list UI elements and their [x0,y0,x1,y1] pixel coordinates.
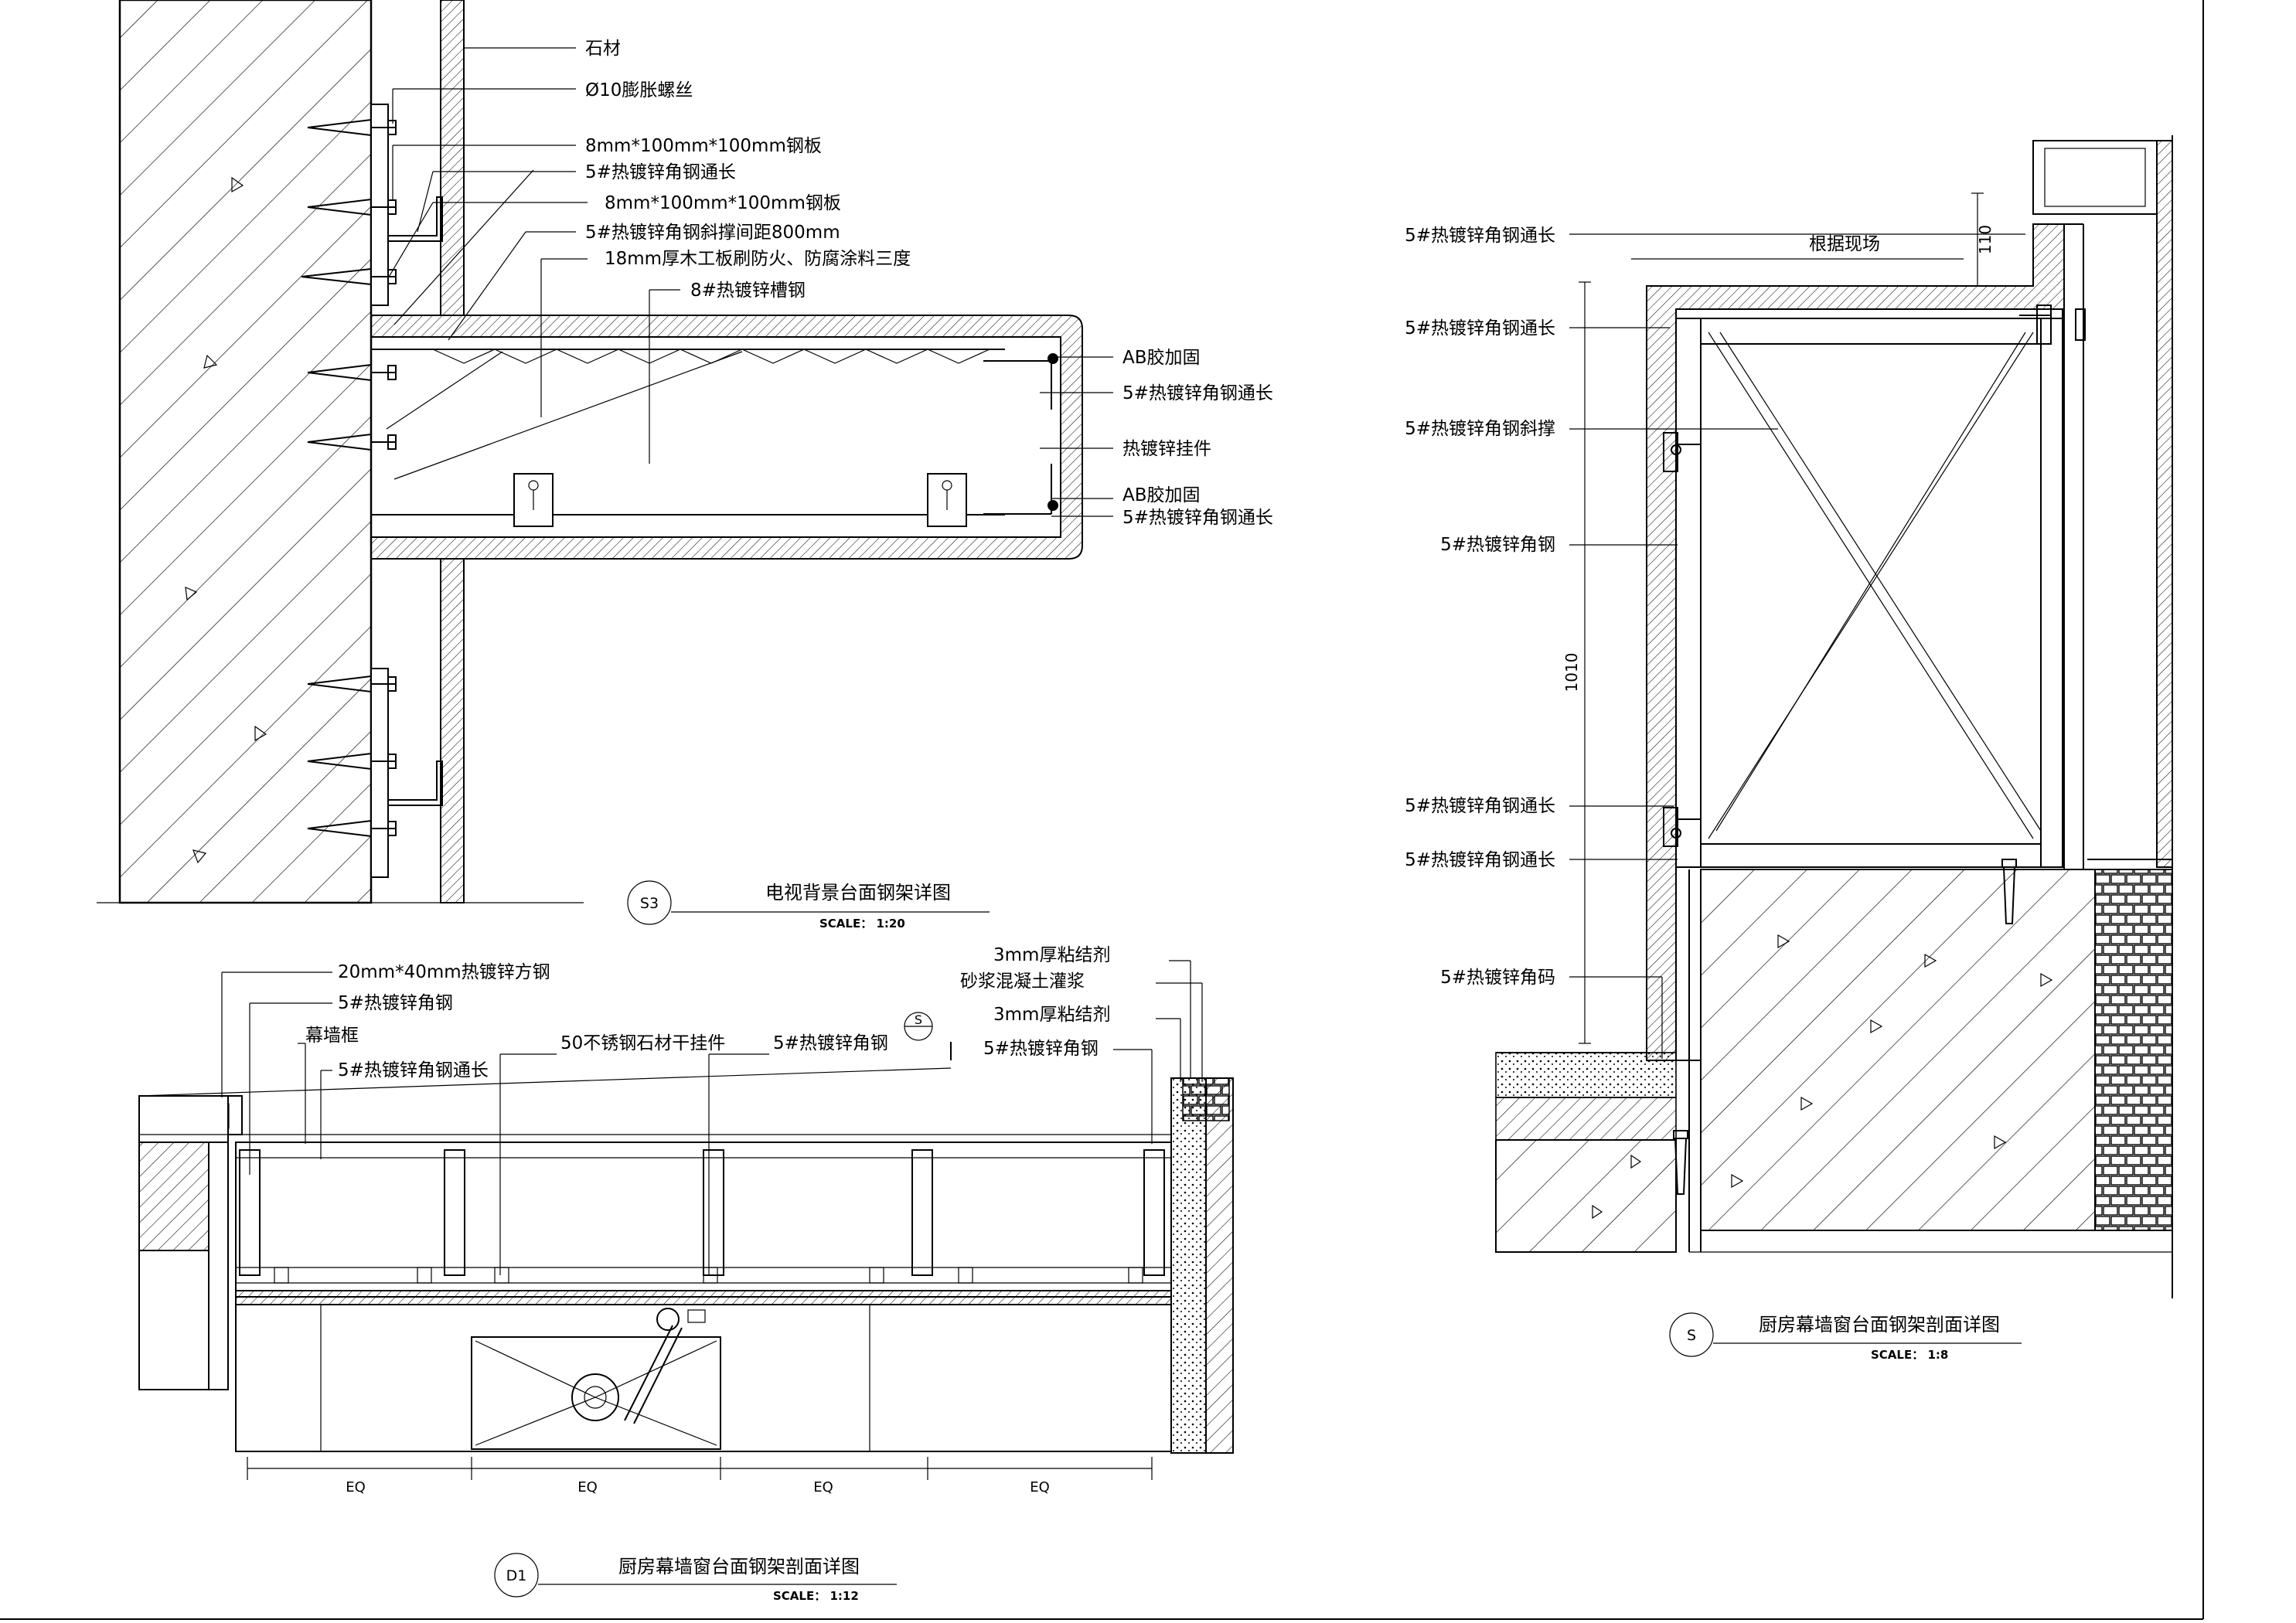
site-note: 根据现场 [1809,234,1880,254]
structural-slab [1700,869,2096,1231]
kitchen-detail-title: 厨房幕墙窗台面钢架剖面详图 [1759,1314,2000,1335]
frame-bolts [1663,305,2086,847]
sink [471,1336,721,1450]
label-angle-1: 5#热镀锌角钢通长 [585,162,736,182]
sill-base-plate [235,1290,1172,1305]
label-bolt: Ø10膨胀螺丝 [585,80,693,100]
label-angle-c: 5#热镀锌角钢 [983,1039,1099,1059]
plywood-strip [432,349,990,364]
label-angle-3: 5#热镀锌角钢通长 [1122,508,1273,528]
kitchen-detail-labels: 5#热镀锌角钢通长 5#热镀锌角钢通长 5#热镀锌角钢斜撑 5#热镀锌角钢 5#… [1405,226,1555,988]
label-plate-1: 8mm*100mm*100mm钢板 [585,136,822,156]
eq-dim-4: EQ [1030,1479,1050,1495]
brick-wall [2094,869,2173,1231]
kitchen-section-title: 厨房幕墙窗台面钢架剖面详图 [618,1556,860,1577]
label-curtain-frame: 幕墙框 [305,1026,359,1046]
label-kd-1: 5#热镀锌角钢通长 [1405,226,1555,246]
angle-steel-brackets [388,196,443,806]
grout-layer [1170,1077,1207,1454]
countertop-stone-shell [370,315,1083,560]
label-adhesive-1: 3mm厚粘结剂 [993,945,1110,965]
masonry-left [138,1142,210,1251]
wall-concrete [1205,1077,1234,1454]
cross-braces [1708,332,2042,839]
section-mark: S [904,1012,952,1060]
eq-dim-3: EQ [813,1479,833,1495]
floor-base [1495,1139,1677,1253]
steel-frame [1675,308,2063,868]
eq-dim-1: EQ [346,1479,366,1495]
stone-cap [1182,1077,1230,1121]
label-channel: 8#热镀锌槽钢 [690,281,806,301]
kitchen-section-title-block: D1 厨房幕墙窗台面钢架剖面详图 SCALE： 1:12 [494,1553,897,1603]
label-plywood: 18mm厚木工板刷防火、防腐涂料三度 [605,249,911,269]
kitchen-section-detail: EQ EQ EQ EQ S 20mm*40mm热镀锌方钢 5#热镀锌角钢 幕 [138,945,1234,1603]
kitchen-section-labels: 20mm*40mm热镀锌方钢 5#热镀锌角钢 幕墙框 5#热镀锌角钢通长 50不… [305,945,1110,1080]
label-ab-glue-2: AB胶加固 [1122,485,1201,505]
kitchen-detail-leaders [1569,233,2025,1059]
outer-facing [2156,140,2173,868]
end-fittings [983,353,1058,515]
label-ab-glue-1: AB胶加固 [1122,348,1201,368]
label-kd-5: 5#热镀锌角钢通长 [1405,796,1555,816]
label-angle-a: 5#热镀锌角钢 [338,993,453,1013]
channel-steel-frame [370,336,1061,538]
kitchen-section-tag: D1 [506,1567,527,1584]
sink-drain [571,1373,619,1421]
kitchen-window-detail: 1010 110 根据现场 5#热镀锌角钢通长 5#热镀锌角钢通长 5#热镀锌角… [1405,135,2173,1362]
label-square-tube: 20mm*40mm热镀锌方钢 [338,962,550,982]
label-brace: 5#热镀锌角钢斜撑间距800mm [585,223,840,243]
tv-tag: S3 [640,895,659,912]
label-angle-2: 5#热镀锌角钢通长 [1122,383,1273,403]
label-angle-long: 5#热镀锌角钢通长 [338,1060,489,1080]
faucet [624,1325,683,1424]
label-kd-7: 5#热镀锌角码 [1440,968,1555,988]
label-angle-b: 5#热镀锌角钢 [773,1033,888,1053]
tv-labels: 石材 Ø10膨胀螺丝 8mm*100mm*100mm钢板 5#热镀锌角钢通长 8… [585,39,1273,528]
kitchen-detail-tag: S [1687,1327,1696,1344]
angle-posts [239,1149,1165,1276]
stone-facing-upper [440,0,465,316]
dim-side: 1010 [1562,653,1581,692]
aggregate-marks [185,176,267,864]
steel-plate-upper [370,104,389,306]
label-plate-2: 8mm*100mm*100mm钢板 [605,193,841,213]
label-kd-2: 5#热镀锌角钢通长 [1405,318,1555,339]
label-kd-4: 5#热镀锌角钢 [1440,535,1555,555]
stone-facing-lower [440,558,465,903]
tv-title: 电视背景台面钢架详图 [765,882,951,903]
dimension-lines [1579,192,1984,1044]
tv-leaders [387,47,1113,517]
label-adhesive-2: 3mm厚粘结剂 [993,1005,1110,1025]
slab-aggregate [1592,934,2053,1220]
dim-top: 110 [1976,225,1995,254]
label-grout: 砂浆混凝土灌浆 [960,971,1085,992]
label-kd-6: 5#热镀锌角钢通长 [1405,850,1555,870]
diagonal-braces [386,169,743,480]
screed-layer [1495,1052,1677,1098]
kitchen-section-leaders [221,960,1203,1275]
bolt-marks [274,1267,1143,1284]
kitchen-section-scale: SCALE： 1:12 [773,1589,859,1603]
eq-dimension-line [247,1457,1153,1480]
mortar-layer [1495,1097,1677,1141]
window-box [2032,140,2158,215]
kitchen-detail-scale: SCALE： 1:8 [1871,1348,1948,1362]
steel-plate-lower [370,668,389,878]
svg-text:S: S [915,1012,922,1027]
tv-scale: SCALE： 1:20 [819,917,905,931]
cabinet-body [235,1304,1172,1452]
label-stone: 石材 [585,39,621,59]
concrete-wall [118,0,373,904]
label-kd-3: 5#热镀锌角钢斜撑 [1405,419,1555,439]
label-hanger: 热镀锌挂件 [1122,439,1211,459]
tv-title-block: S3 电视背景台面钢架详图 SCALE： 1:20 [627,880,990,931]
eq-dim-2: EQ [577,1479,598,1495]
tv-backdrop-detail: 石材 Ø10膨胀螺丝 8mm*100mm*100mm钢板 5#热镀锌角钢通长 8… [118,0,1273,931]
hanger-left [513,473,554,527]
label-stone-hanger: 50不锈钢石材干挂件 [560,1033,725,1053]
kitchen-detail-title-block: S 厨房幕墙窗台面钢架剖面详图 SCALE： 1:8 [1669,1312,2022,1362]
